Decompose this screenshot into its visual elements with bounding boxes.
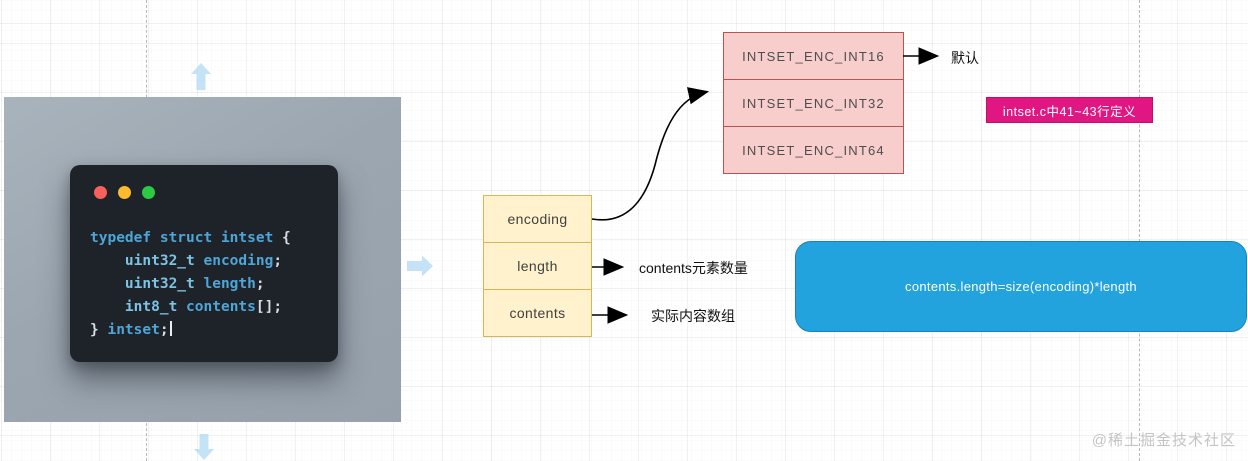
down-arrow-icon bbox=[194, 434, 214, 460]
field-encoding-label: encoding bbox=[507, 211, 568, 227]
text-cursor bbox=[169, 321, 172, 336]
code-screenshot-image: typedef struct intset { uint32_t encodin… bbox=[4, 97, 401, 422]
default-label: 默认 bbox=[951, 50, 979, 66]
table-row: contents bbox=[483, 289, 592, 337]
field-contents-label: contents bbox=[509, 305, 566, 321]
length-note-label: contents元素数量 bbox=[639, 260, 748, 276]
right-arrow-icon bbox=[407, 255, 433, 277]
traffic-light-green-icon bbox=[142, 186, 155, 199]
intset-encoding-options-table: INTSET_ENC_INT16 INTSET_ENC_INT32 INTSET… bbox=[723, 32, 904, 174]
code-editor-window: typedef struct intset { uint32_t encodin… bbox=[70, 165, 338, 362]
enc-int32-label: INTSET_ENC_INT32 bbox=[742, 95, 885, 111]
field-length-label: length bbox=[517, 258, 558, 274]
code-line: uint32_t length; bbox=[124, 276, 265, 292]
window-controls bbox=[94, 186, 155, 199]
contents-note-label: 实际内容数组 bbox=[651, 308, 735, 324]
code-line: } intset; bbox=[90, 319, 291, 342]
formula-box: contents.length=size(encoding)*length bbox=[795, 241, 1247, 332]
table-row: INTSET_ENC_INT64 bbox=[723, 126, 904, 174]
enc-int16-label: INTSET_ENC_INT16 bbox=[742, 48, 885, 64]
table-row: INTSET_ENC_INT16 bbox=[723, 32, 904, 80]
enc-int64-label: INTSET_ENC_INT64 bbox=[742, 142, 885, 158]
table-row: INTSET_ENC_INT32 bbox=[723, 79, 904, 127]
definition-badge: intset.c中41~43行定义 bbox=[986, 97, 1153, 123]
table-row: length bbox=[483, 242, 592, 290]
page-guide-line-right bbox=[1139, 0, 1140, 461]
code-block: typedef struct intset { uint32_t encodin… bbox=[90, 227, 291, 342]
intset-struct-fields-table: encoding length contents bbox=[483, 195, 592, 337]
traffic-light-red-icon bbox=[94, 186, 107, 199]
code-line: typedef struct intset { bbox=[90, 230, 291, 246]
traffic-light-yellow-icon bbox=[118, 186, 131, 199]
up-arrow-icon bbox=[191, 63, 211, 90]
arrow-encoding-to-int32 bbox=[591, 87, 710, 221]
code-line: int8_t contents[]; bbox=[124, 299, 283, 315]
watermark: @稀土掘金技术社区 bbox=[1091, 432, 1236, 449]
table-row: encoding bbox=[483, 195, 592, 243]
code-line: uint32_t encoding; bbox=[124, 253, 283, 269]
